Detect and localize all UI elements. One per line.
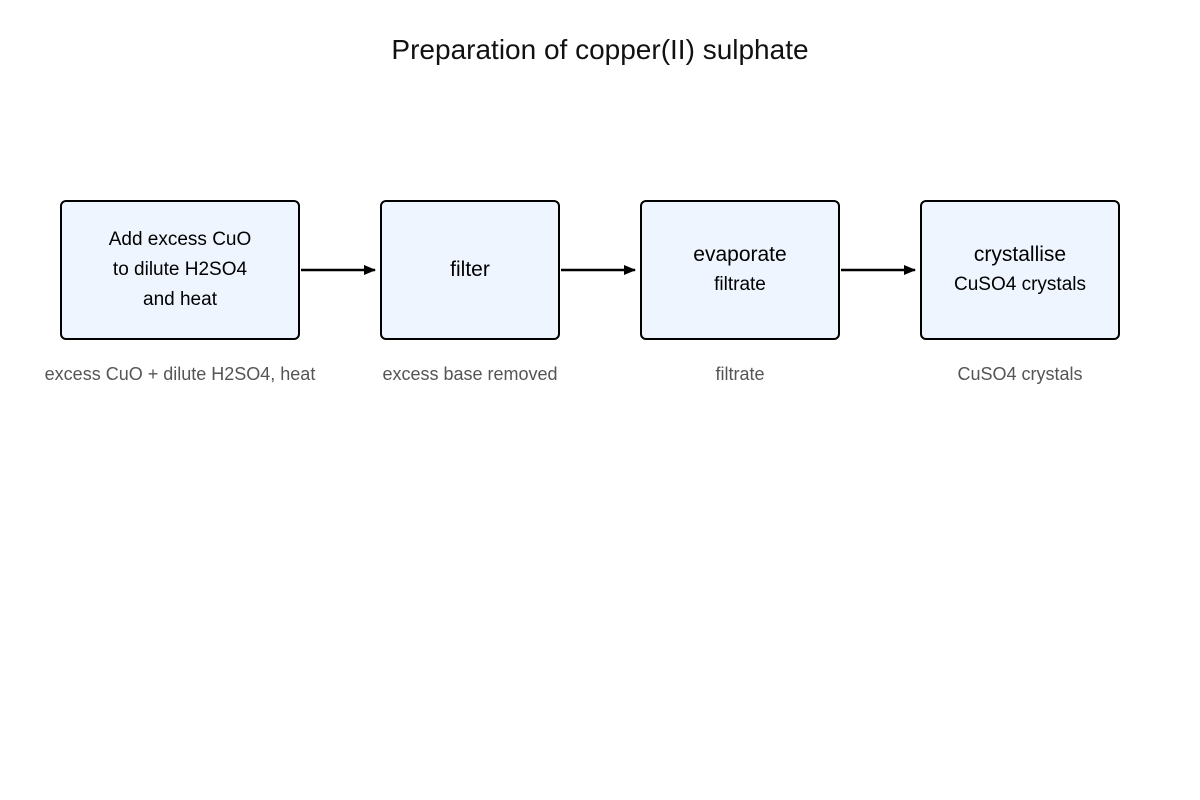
step-box-evaporate: evaporate filtrate: [640, 200, 840, 340]
step-1-line-2: to dilute H2SO4: [112, 259, 248, 280]
step-2-caption: excess base removed: [382, 364, 558, 384]
step-1-line-1: Add excess CuO: [108, 229, 252, 250]
diagram-title: Preparation of copper(II) sulphate: [391, 34, 809, 65]
step-3-line-1: evaporate: [693, 243, 787, 266]
step-2-line-1: filter: [450, 258, 490, 281]
step-4-line-1: crystallise: [973, 243, 1067, 266]
step-box-filter: filter: [380, 200, 560, 340]
step-1-caption: excess CuO + dilute H2SO4, heat: [44, 364, 316, 384]
step-1-line-3: and heat: [143, 289, 217, 310]
step-box-add-cuo: Add excess CuO to dilute H2SO4 and heat: [60, 200, 300, 340]
step-3-line-2: filtrate: [714, 274, 766, 295]
step-4-caption: CuSO4 crystals: [957, 364, 1083, 384]
step-box-crystallise: crystallise CuSO4 crystals: [920, 200, 1120, 340]
step-4-line-2: CuSO4 crystals: [954, 274, 1086, 295]
step-3-caption: filtrate: [715, 364, 765, 384]
